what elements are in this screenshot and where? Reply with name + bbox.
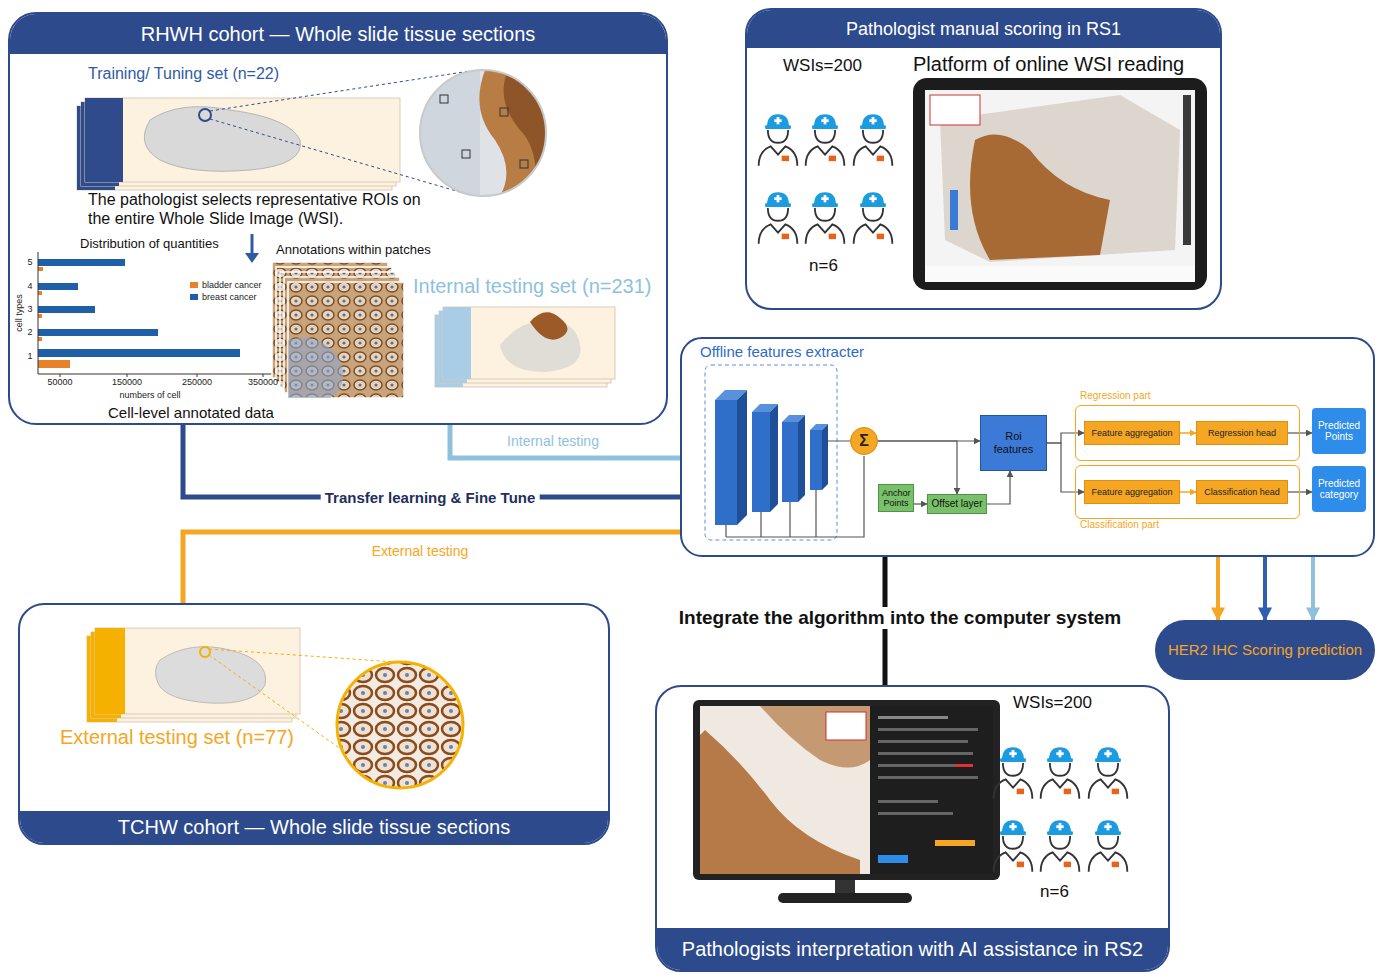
cohort-panel: RHWH cohort — Whole slide tissue section… [8, 12, 668, 425]
legend-text: bladder cancer [202, 280, 262, 290]
tick-label: 350000 [248, 378, 278, 388]
connector [1311, 557, 1315, 620]
legend-swatch [190, 282, 198, 288]
magnified-view [420, 70, 546, 196]
tick-label: numbers of cell [119, 391, 180, 401]
legend-item: bladder cancer [190, 280, 262, 290]
box-label: Predicted category [1315, 478, 1363, 501]
count-text: n=6 [809, 256, 838, 276]
head-box: Regression head [1196, 421, 1288, 445]
cohort-panel: External testing set (n=77) TCHW cohort —… [18, 603, 610, 845]
aggregation-box: Feature aggregation [1084, 421, 1180, 445]
box-label: Offset layer [932, 498, 983, 510]
panel-footer: TCHW cohort — Whole slide tissue section… [20, 811, 608, 843]
connector [914, 503, 927, 504]
sum-node: Σ [850, 427, 878, 455]
box-label: Predicted Points [1315, 420, 1363, 443]
count-text: WSIs=200 [783, 56, 862, 76]
box-label: Feature aggregation [1091, 428, 1172, 438]
connector [183, 532, 680, 603]
roi-box: Roi features [980, 415, 1047, 471]
anchor-box: Anchor Points [878, 484, 914, 512]
patch-stack [272, 262, 404, 398]
connector [1288, 432, 1312, 433]
axis-label: 5 [27, 258, 32, 268]
box-label: Classification head [1204, 487, 1280, 497]
box-label: Regression head [1208, 428, 1276, 438]
axis-label: cell types [15, 294, 25, 332]
slide-stack [435, 307, 615, 387]
connector-label: Transfer learning & Fine Tune [321, 489, 540, 506]
box-label: Roi features [984, 430, 1043, 455]
connector [450, 425, 680, 458]
module-title: Offline features extracter [700, 343, 864, 361]
output-box: Predicted Points [1312, 408, 1366, 454]
legend-swatch [190, 294, 198, 300]
connector [1047, 443, 1084, 492]
monitor [693, 700, 1000, 903]
offset-box: Offset layer [927, 494, 987, 514]
connector-label: External testing [368, 543, 473, 559]
count-text: WSIs=200 [1013, 693, 1092, 713]
axis-label: 4 [27, 282, 32, 292]
reader-panel: Pathologist manual scoring in RS1WSIs=20… [745, 8, 1222, 310]
set-title: Internal testing set (n=231) [413, 274, 651, 298]
platform-title: Platform of online WSI reading [913, 52, 1184, 76]
bar-chart [38, 252, 272, 377]
monitor [913, 78, 1207, 290]
output-box: Predicted category [1312, 466, 1366, 512]
connector [1180, 432, 1196, 434]
axis-label: 3 [27, 305, 32, 315]
result-label: HER2 IHC Scoring prediction [1168, 641, 1362, 658]
sum-symbol: Σ [859, 432, 869, 450]
model-panel: Offline features extracterΣ Anchor Points… [680, 337, 1375, 557]
tick-label: 250000 [182, 378, 212, 388]
axis-label: 2 [27, 328, 32, 338]
count-text: n=6 [1040, 882, 1069, 902]
tick-label: 150000 [112, 378, 142, 388]
legend-item: breast cancer [190, 292, 257, 302]
patch-caption: Annotations within patches [276, 242, 431, 258]
tick-label: 50000 [47, 378, 72, 388]
connector-label: Integrate the algorithm into the compute… [675, 607, 1125, 629]
set-title: External testing set (n=77) [60, 725, 294, 749]
description-text: The pathologist selects representative R… [88, 190, 438, 228]
panel-header: Pathologist manual scoring in RS1 [747, 10, 1220, 48]
box-label: Anchor Points [882, 488, 910, 509]
regression-group: Regression partFeature aggregationRegres… [1075, 405, 1300, 461]
connector [1263, 557, 1267, 620]
chart-title: Distribution of quantities [80, 236, 219, 252]
axis-label: 1 [27, 352, 32, 362]
legend-text: breast cancer [202, 292, 257, 302]
connector [1047, 433, 1084, 443]
connector-label: Internal testing [503, 433, 603, 449]
connector [987, 471, 1010, 504]
aggregation-box: Feature aggregation [1084, 480, 1180, 504]
group-label: Regression part [1080, 390, 1151, 402]
chart-caption: Cell-level annotated data [108, 404, 274, 422]
connector [1288, 491, 1312, 492]
panel-header: RHWH cohort — Whole slide tissue section… [10, 14, 666, 54]
panel-footer: Pathologists interpretation with AI assi… [657, 928, 1168, 970]
cnn-backbone [705, 365, 864, 540]
connector [1180, 491, 1196, 493]
connector [183, 425, 680, 497]
connector [1216, 557, 1220, 620]
classification-group: Classification partFeature aggregationCl… [1075, 465, 1300, 519]
group-label: Classification part [1080, 519, 1159, 531]
head-box: Classification head [1196, 480, 1288, 504]
slide-stack [77, 71, 470, 195]
result-box: HER2 IHC Scoring prediction [1155, 620, 1375, 680]
box-label: Feature aggregation [1091, 487, 1172, 497]
set-title: Training/ Tuning set (n=22) [88, 64, 279, 83]
reader-panel: WSIs=200 n=6Pathologists interpretation w… [655, 685, 1170, 972]
